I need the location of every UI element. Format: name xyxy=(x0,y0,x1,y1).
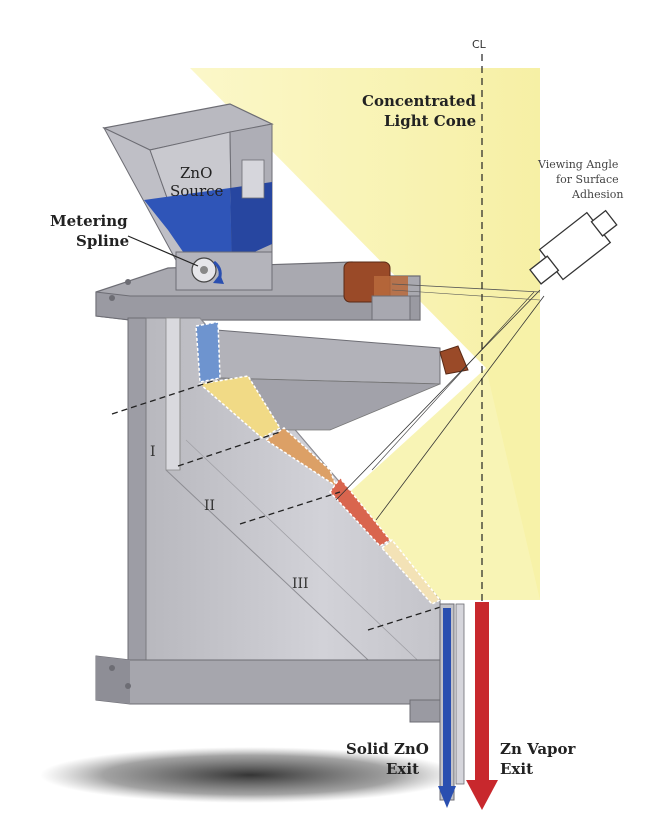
metering-leader xyxy=(127,235,199,267)
zone-divider-4 xyxy=(367,603,451,631)
viewing-angle-label-line3: Adhesion xyxy=(571,188,623,201)
zone-red xyxy=(329,476,392,547)
viewing-angle-label-line2: for Surface xyxy=(556,173,619,186)
zone-blue xyxy=(195,321,221,383)
zone-label-3: III xyxy=(292,576,309,592)
sight-line-3 xyxy=(371,291,535,471)
zno-source-label-line1: ZnO xyxy=(180,164,212,182)
bottom-plate xyxy=(95,655,441,705)
top-plate-face xyxy=(95,291,421,321)
solid-exit-arrow-shaft xyxy=(443,608,451,790)
solid-exit-label-line2: Exit xyxy=(386,760,419,778)
zno-hopper xyxy=(102,103,274,291)
light-path-1 xyxy=(391,283,541,293)
zone-orange xyxy=(264,427,338,488)
viewing-port-bracket xyxy=(343,261,411,321)
zone-divider-1 xyxy=(111,379,217,415)
zone-yellow xyxy=(198,375,282,439)
metering-spline-label-line2: Spline xyxy=(76,232,129,250)
zone-divider-2 xyxy=(177,431,281,467)
sight-line-2 xyxy=(375,295,545,521)
vapor-exit-arrow-head xyxy=(466,780,498,810)
vapor-exit-label-line1: Zn Vapor xyxy=(500,740,577,758)
ground-shadow xyxy=(40,747,460,803)
spline-housing xyxy=(175,251,273,291)
bottom-flange xyxy=(409,699,445,723)
surface-camera xyxy=(529,209,618,285)
zno-source-label-line2: Source xyxy=(170,182,224,200)
hopper-window xyxy=(241,159,265,199)
sight-line-1 xyxy=(335,289,541,501)
left-wall xyxy=(127,317,147,669)
light-path-2 xyxy=(391,289,541,301)
vapor-exit-label-line2: Exit xyxy=(500,760,533,778)
light-cone-lower xyxy=(330,300,540,600)
center-line-label: CL xyxy=(472,38,487,51)
vapor-exit-arrow-shaft xyxy=(475,602,489,782)
zone-divider-3 xyxy=(239,491,341,525)
focal-nozzle xyxy=(439,345,469,375)
light-cone-label-line1: Concentrated xyxy=(362,92,476,110)
solid-exit-arrow-head xyxy=(438,786,456,808)
zno-powder-side xyxy=(230,182,272,262)
zone-label-1: I xyxy=(150,444,156,460)
zone-label-2: II xyxy=(204,498,215,514)
light-cone-upper xyxy=(190,68,540,600)
viewing-angle-label-line1: Viewing Angle xyxy=(537,158,618,171)
solid-exit-label-line1: Solid ZnO xyxy=(346,740,429,758)
inner-exit-tube xyxy=(455,603,465,785)
zone-pale xyxy=(380,538,442,605)
light-cone-label-line2: Light Cone xyxy=(384,112,476,130)
metering-spline-label-line1: Metering xyxy=(50,212,128,230)
zno-powder xyxy=(144,188,232,262)
tray-shelf xyxy=(215,329,441,385)
